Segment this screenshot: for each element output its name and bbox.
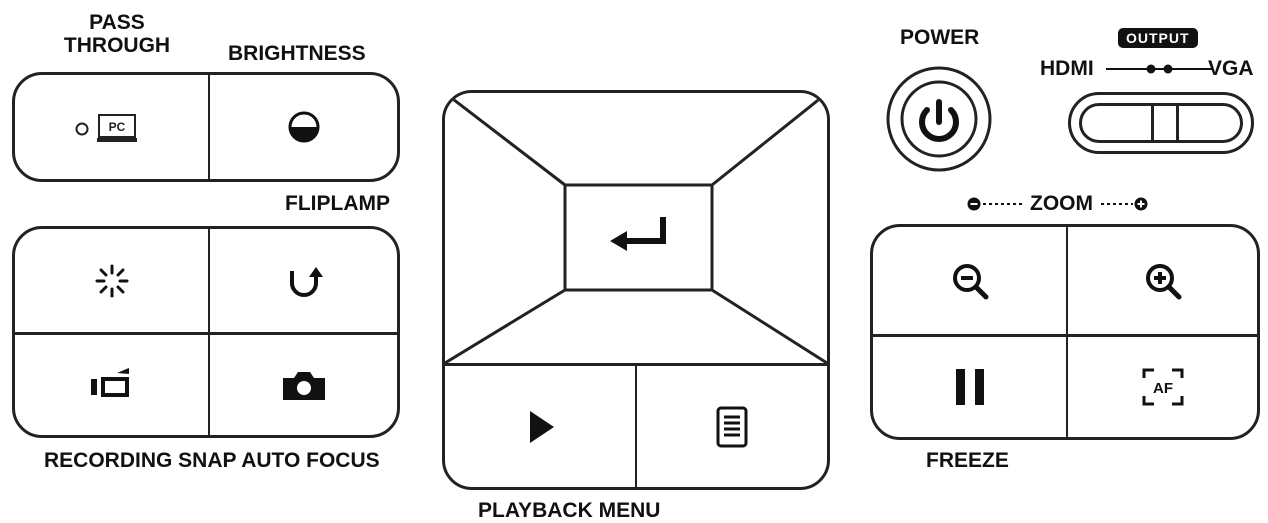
pass-through-brightness-panel: PC (12, 72, 400, 182)
recording-button[interactable] (15, 335, 208, 435)
navigation-pad (445, 93, 827, 363)
brightness-icon (288, 111, 319, 143)
recording-snap-autofocus-label: RECORDING SNAP AUTO FOCUS (44, 449, 380, 472)
enter-icon (610, 217, 666, 251)
enter-button[interactable] (567, 187, 710, 288)
pass-through-label: PASS THROUGH (52, 12, 182, 56)
panel-divider-horizontal (873, 334, 1257, 337)
menu-button[interactable] (637, 366, 827, 487)
zoom-minus-indicator-icon (967, 197, 1024, 210)
power-label: POWER (900, 26, 980, 49)
brightness-button[interactable] (210, 75, 397, 179)
video-camera-icon (90, 368, 129, 397)
panel-divider (635, 365, 637, 487)
af-icon-text: AF (1153, 380, 1173, 397)
panel-divider (208, 75, 210, 179)
autofocus-icon: AF (1142, 368, 1183, 406)
flip-button[interactable] (210, 229, 397, 332)
power-icon (886, 66, 992, 172)
pc-icon-text: PC (108, 120, 125, 134)
flip-rotate-icon (289, 266, 323, 297)
output-switch-knob[interactable] (1151, 103, 1179, 143)
pass-through-label-line2: THROUGH (63, 34, 171, 57)
lamp-icon (95, 264, 128, 297)
zoom-out-button[interactable] (873, 227, 1066, 334)
navigation-pad-panel (442, 90, 830, 490)
zoom-freeze-af-panel: AF (870, 224, 1260, 440)
nav-left-button[interactable] (445, 93, 565, 363)
nav-right-button[interactable] (712, 93, 827, 363)
autofocus-button[interactable]: AF (1068, 337, 1257, 437)
power-button[interactable] (884, 64, 994, 174)
zoom-in-icon (1145, 263, 1181, 299)
pass-through-button[interactable]: PC (15, 75, 208, 179)
pass-through-pc-icon: PC (75, 114, 137, 142)
pause-icon (955, 369, 984, 405)
menu-icon (716, 406, 748, 447)
zoom-in-button[interactable] (1068, 227, 1257, 334)
pass-through-label-line1: PASS (89, 11, 145, 34)
play-icon (530, 410, 554, 443)
camera-icon (282, 372, 325, 400)
fliplamp-label: FLIPLAMP (285, 192, 390, 215)
hdmi-label: HDMI (1040, 57, 1094, 80)
vga-label: VGA (1208, 57, 1254, 80)
panel-divider-horizontal (445, 363, 827, 366)
zoom-out-icon (952, 263, 988, 299)
output-switch-track (1079, 103, 1243, 143)
panel-divider (1066, 227, 1068, 437)
zoom-plus-indicator-icon (1101, 197, 1148, 210)
freeze-button[interactable] (873, 337, 1066, 437)
lamp-flip-record-snap-panel (12, 226, 400, 438)
nav-up-button[interactable] (445, 93, 827, 185)
snap-button[interactable] (210, 335, 397, 435)
output-slide-switch[interactable] (1068, 92, 1254, 154)
brightness-label: BRIGHTNESS (228, 42, 366, 65)
zoom-label: ZOOM (1030, 192, 1093, 215)
lamp-button[interactable] (15, 229, 208, 332)
panel-divider (208, 229, 210, 435)
output-selector-indicator (1106, 64, 1212, 74)
nav-down-button[interactable] (445, 290, 827, 363)
output-badge: OUTPUT (1118, 28, 1198, 48)
zoom-label-group: ZOOM (966, 193, 1149, 214)
freeze-label: FREEZE (926, 449, 1009, 472)
panel-divider-horizontal (15, 332, 397, 335)
playback-button[interactable] (445, 366, 635, 487)
playback-menu-label: PLAYBACK MENU (478, 499, 661, 522)
